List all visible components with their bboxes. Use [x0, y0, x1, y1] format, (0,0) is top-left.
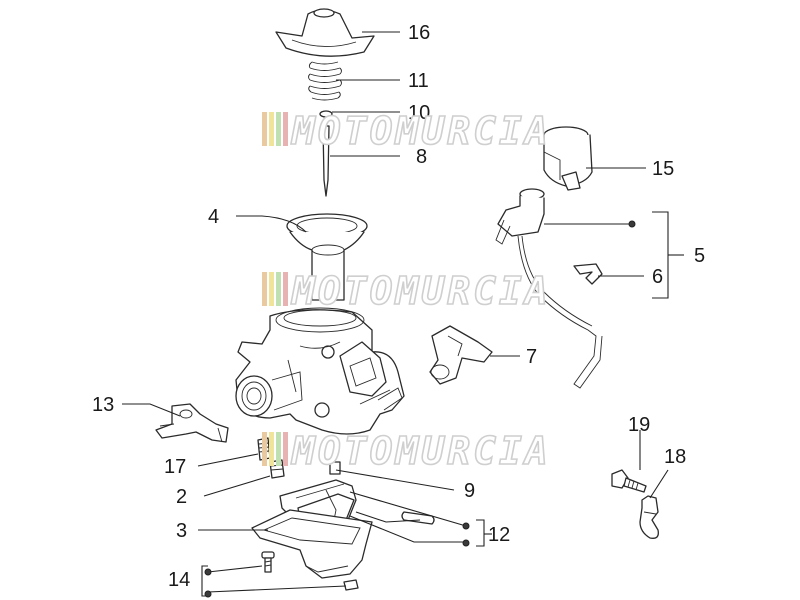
carburetor-body[interactable]: [235, 307, 405, 435]
part-15-cap[interactable]: [543, 126, 593, 191]
watermark-stripe-1: [262, 112, 267, 146]
part-3-bowl[interactable]: [251, 509, 373, 579]
label-11: 11: [408, 70, 429, 92]
watermark-text-1: MOTOMURCIA: [290, 109, 551, 153]
label-5: 5: [694, 245, 705, 267]
watermark-stripe-3: [276, 112, 281, 146]
label-8: 8: [416, 146, 427, 168]
label-14: 14: [168, 569, 190, 591]
label-7: 7: [526, 346, 537, 368]
label-17: 17: [164, 456, 186, 478]
part-11-spring[interactable]: [308, 61, 342, 101]
watermark-text-2: MOTOMURCIA: [290, 269, 551, 313]
label-3: 3: [176, 520, 187, 542]
part-13-fitting[interactable]: [155, 403, 229, 443]
label-10: 10: [408, 102, 430, 124]
callout-labels: 16 11 10 8 15 4 5 6 7 13 19 18 17 9 2 3 …: [92, 22, 705, 591]
watermark-stripe-4: [283, 112, 288, 146]
leader-dots: [204, 220, 636, 598]
label-16: 16: [408, 22, 430, 44]
label-18: 18: [664, 446, 686, 468]
part-5-starter-cable[interactable]: [495, 188, 603, 389]
part-6-clip[interactable]: [573, 263, 603, 285]
part-8-needle[interactable]: [322, 125, 330, 197]
part-19-screw[interactable]: [611, 469, 647, 493]
label-13: 13: [92, 394, 114, 416]
label-4: 4: [208, 206, 219, 228]
label-15: 15: [652, 158, 674, 180]
label-9: 9: [464, 480, 475, 502]
leader-lines: [122, 31, 684, 597]
watermark-3: MOTOMURCIA: [262, 428, 551, 474]
watermark-stripe-2: [269, 112, 274, 146]
watermark-stripe-3: [276, 432, 281, 466]
watermark-stripe-2: [269, 272, 274, 306]
label-2: 2: [176, 486, 187, 508]
part-10-clip[interactable]: [319, 110, 333, 118]
part-14-screws[interactable]: [261, 551, 359, 591]
watermark-stripe-4: [283, 272, 288, 306]
label-6: 6: [652, 266, 663, 288]
watermark-2: MOTOMURCIA: [262, 268, 551, 314]
part-7-valve[interactable]: [429, 325, 493, 385]
label-12: 12: [488, 524, 510, 546]
part-18-bracket[interactable]: [639, 495, 659, 539]
watermark-stripe-1: [262, 432, 267, 466]
watermark-stripe-4: [283, 432, 288, 466]
part-4-diaphragm[interactable]: [286, 213, 368, 301]
part-16-cover[interactable]: [275, 8, 375, 57]
watermark-1: MOTOMURCIA: [262, 108, 551, 154]
label-19: 19: [628, 414, 650, 436]
watermark-text-3: MOTOMURCIA: [290, 429, 551, 473]
part-9-needle-jet[interactable]: [329, 461, 341, 475]
watermark-stripe-1: [262, 272, 267, 306]
watermark-stripe-2: [269, 432, 274, 466]
watermark-stripe-3: [276, 272, 281, 306]
